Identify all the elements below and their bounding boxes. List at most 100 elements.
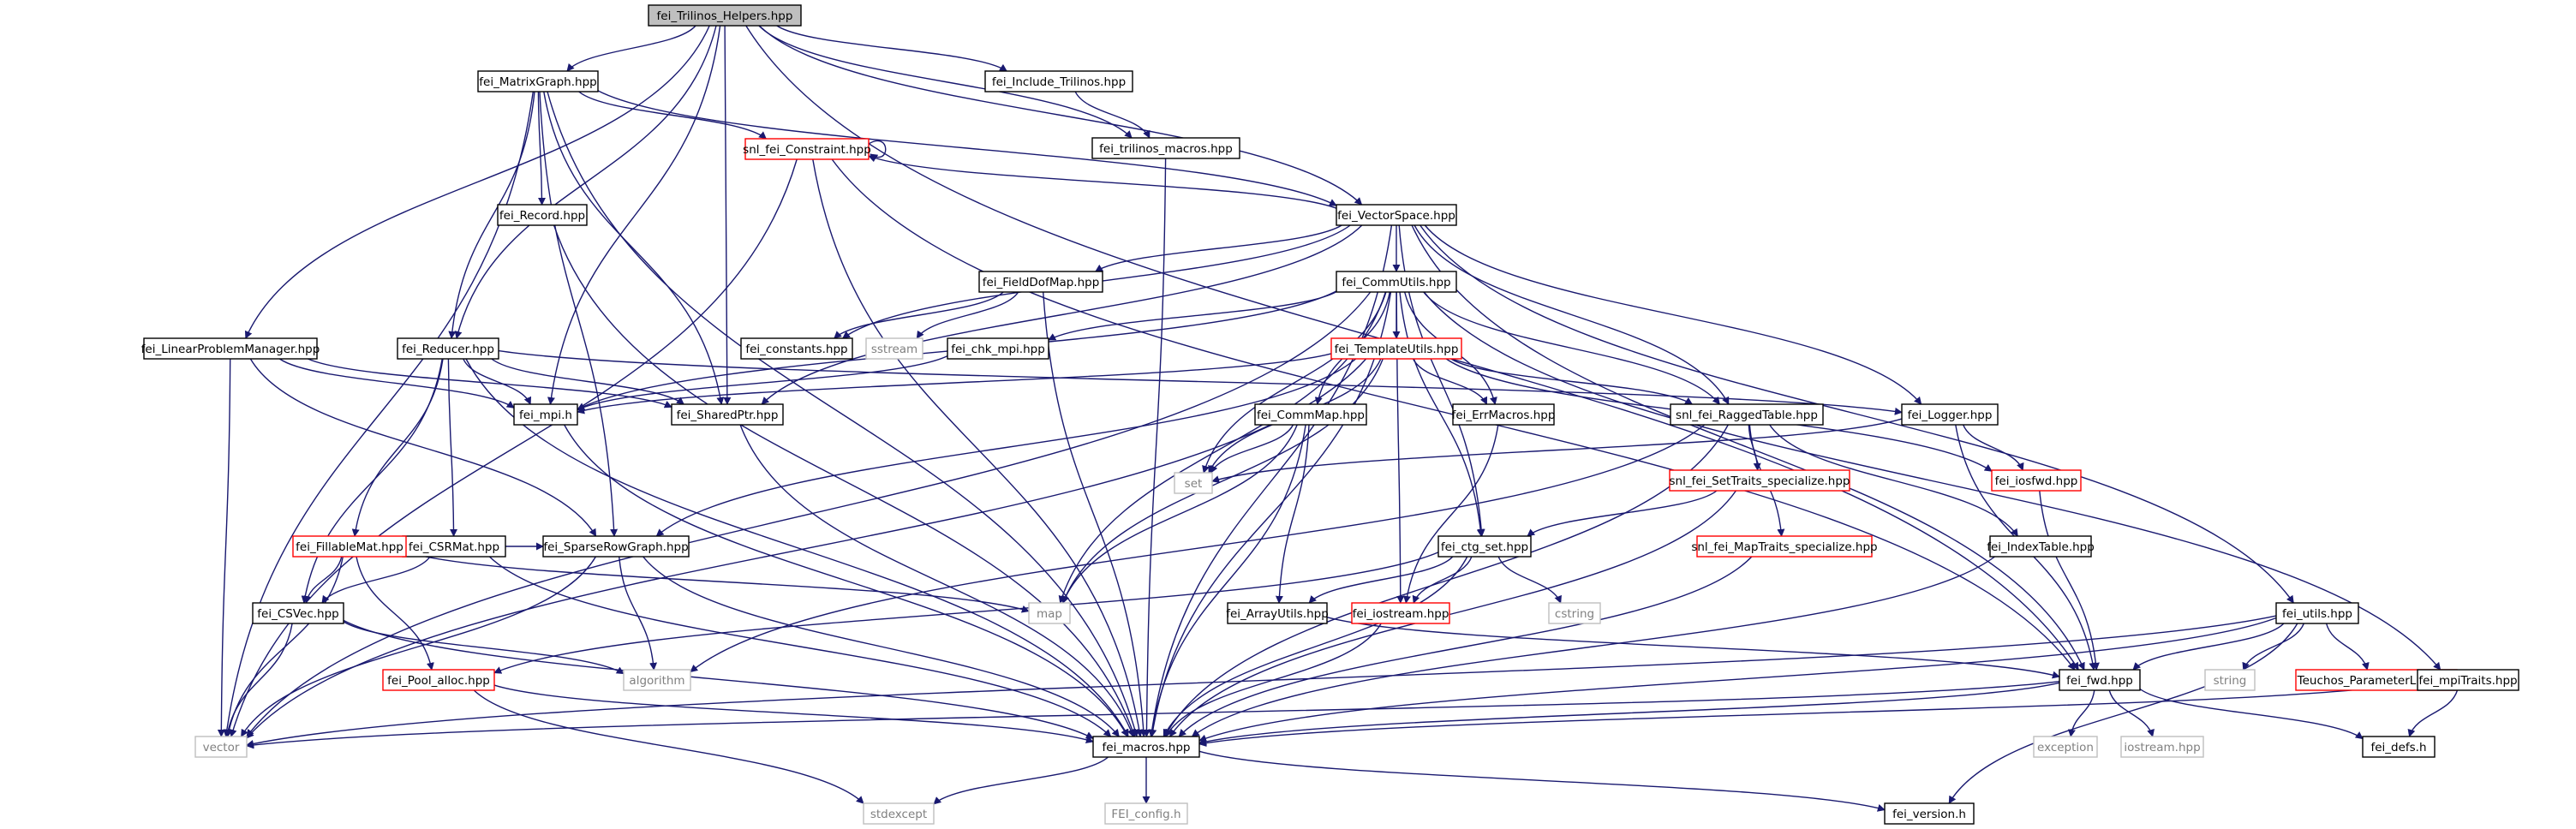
node-fei-sharedptr-hpp[interactable]: fei_SharedPtr.hpp	[671, 403, 784, 426]
edge-logger-to-set	[1211, 418, 1903, 483]
node-label: fei_CommUtils.hpp	[1342, 276, 1450, 289]
edge-settraits-to-ctgset	[1527, 490, 1718, 537]
node-snl-fei-settraits-specialize-hpp[interactable]: snl_fei_SetTraits_specialize.hpp	[1669, 469, 1850, 492]
node-box	[143, 337, 318, 360]
edge-commutils-to-chkmpi	[1048, 291, 1337, 341]
node-fei-fillablemat-hpp[interactable]: fei_FillableMat.hpp	[292, 535, 407, 558]
node-fei-trilinos-macros-hpp[interactable]: fei_trilinos_macros.hpp	[1091, 137, 1240, 159]
node-box	[947, 337, 1049, 360]
node-label: fei_defs.h	[2370, 741, 2426, 754]
node-fei-commmap-hpp[interactable]: fei_CommMap.hpp	[1254, 403, 1367, 426]
edge-reducer-to-fillable	[351, 358, 444, 537]
node-fei-mpi-h[interactable]: fei_mpi.h	[513, 403, 578, 426]
node-snl-fei-constraint-hpp[interactable]: snl_fei_Constraint.hpp	[743, 138, 871, 160]
node-snl-fei-raggedtable-hpp[interactable]: snl_fei_RaggedTable.hpp	[1670, 403, 1824, 426]
node-label: fei_ctg_set.hpp	[1441, 540, 1528, 554]
node-fei-iostream-hpp[interactable]: fei_iostream.hpp	[1351, 602, 1450, 624]
node-fei-reducer-hpp[interactable]: fei_Reducer.hpp	[397, 337, 499, 360]
node-fei-arrayutils-hpp[interactable]: fei_ArrayUtils.hpp	[1226, 602, 1329, 624]
node-fei-macros-hpp[interactable]: fei_macros.hpp	[1092, 736, 1200, 758]
edge-commmap-to-map	[1061, 424, 1298, 604]
node-iostream-hpp: iostream.hpp	[2120, 736, 2204, 758]
edge-fillable-to-map	[405, 551, 1030, 613]
edge-ctgset-to-arrayutils	[1308, 556, 1454, 604]
node-fei-sparserowgraph-hpp[interactable]: fei_SparseRowGraph.hpp	[542, 535, 690, 558]
edge-reducer-to-csrmat	[447, 358, 458, 537]
node-box	[1091, 137, 1240, 159]
edge-ctgset-to-macros	[1162, 556, 1468, 737]
edge-matrixgraph-to-constraint	[578, 91, 767, 140]
node-label: exception	[2037, 741, 2094, 754]
edge-csrmat-to-csvec	[321, 556, 431, 604]
node-box	[1330, 337, 1462, 360]
node-fei-fielddofmap-hpp[interactable]: fei_FieldDofMap.hpp	[978, 271, 1103, 293]
node-label: snl_fei_MapTraits_specialize.hpp	[1691, 540, 1877, 554]
node-fei-constants-hpp[interactable]: fei_constants.hpp	[740, 337, 853, 360]
node-fei-version-h[interactable]: fei_version.h	[1884, 802, 1975, 825]
node-layer: fei_Trilinos_Helpers.hpp fei_MatrixGraph.…	[141, 4, 2519, 825]
node-label: fei_Trilinos_Helpers.hpp	[657, 9, 793, 23]
edge-templateutils-to-sparserow	[655, 358, 1357, 537]
edge-layer	[217, 25, 2459, 812]
node-box	[1336, 204, 1457, 226]
edge-lpm-to-mpih	[279, 358, 515, 409]
edge-matrixgraph-to-sparserow	[539, 91, 619, 537]
node-box	[1092, 736, 1200, 758]
edge-commmap-to-arrayutils	[1275, 424, 1310, 604]
node-label: snl_fei_RaggedTable.hpp	[1676, 409, 1818, 422]
node-fei-utils-hpp[interactable]: fei_utils.hpp	[2275, 602, 2359, 624]
node-label: fei_iosfwd.hpp	[1995, 474, 2078, 488]
node-label: snl_fei_SetTraits_specialize.hpp	[1670, 474, 1850, 488]
node-label: fei_Record.hpp	[499, 209, 585, 223]
node-fei-ctg-set-hpp[interactable]: fei_ctg_set.hpp	[1437, 535, 1532, 558]
edge-chkmpi-to-mpih	[577, 355, 948, 411]
edge-reducer-to-csvec	[301, 358, 443, 604]
node-snl-fei-maptraits-specialize-hpp[interactable]: snl_fei_MapTraits_specialize.hpp	[1691, 535, 1878, 558]
node-fei-record-hpp[interactable]: fei_Record.hpp	[497, 204, 588, 226]
edge-root-to-lpm	[244, 25, 710, 339]
edge-vectorspace-to-logger	[1424, 224, 1922, 405]
node-fei-trilinos-helpers-hpp[interactable]: fei_Trilinos_Helpers.hpp	[648, 4, 802, 27]
node-fei-csvec-hpp[interactable]: fei_CSVec.hpp	[252, 602, 344, 624]
edge-root-to-reducer	[454, 25, 717, 339]
edge-sparserow-to-macros	[643, 556, 1120, 737]
node-exception: exception	[2033, 736, 2098, 758]
node-label: fei_trilinos_macros.hpp	[1099, 142, 1233, 156]
node-fei-errmacros-hpp[interactable]: fei_ErrMacros.hpp	[1452, 403, 1556, 426]
node-fei-vectorspace-hpp[interactable]: fei_VectorSpace.hpp	[1336, 204, 1457, 226]
node-box	[2275, 602, 2359, 624]
edge-root-to-vectorspace	[758, 25, 1363, 206]
node-fei-pool-alloc-hpp[interactable]: fei_Pool_alloc.hpp	[382, 669, 495, 691]
node-fei-linearproblemmanager-hpp[interactable]: fei_LinearProblemManager.hpp	[141, 337, 320, 360]
node-box	[1254, 403, 1367, 426]
node-fei-matrixgraph-hpp[interactable]: fei_MatrixGraph.hpp	[477, 70, 599, 92]
edge-templateutils-to-errmacros	[1412, 358, 1488, 405]
edge-reducer-to-sharedptr	[491, 358, 684, 405]
node-label: fei_FieldDofMap.hpp	[983, 276, 1100, 289]
edge-lpm-to-vector	[217, 358, 231, 737]
node-fei-defs-h[interactable]: fei_defs.h	[2362, 736, 2436, 758]
node-fei-csrmat-hpp[interactable]: fei_CSRMat.hpp	[402, 535, 506, 558]
node-algorithm: algorithm	[623, 669, 691, 691]
node-fei-fwd-hpp[interactable]: fei_fwd.hpp	[2059, 669, 2141, 691]
node-fei-chk-mpi-hpp[interactable]: fei_chk_mpi.hpp	[947, 337, 1049, 360]
edge-record-to-macros	[553, 224, 1137, 737]
node-fei-logger-hpp[interactable]: fei_Logger.hpp	[1901, 403, 1999, 426]
edge-macros-to-version	[1198, 750, 1886, 812]
node-label: sstream	[871, 343, 917, 356]
node-label: snl_fei_Constraint.hpp	[743, 143, 871, 157]
node-fei-iosfwd-hpp[interactable]: fei_iosfwd.hpp	[1991, 469, 2082, 492]
node-box	[497, 204, 588, 226]
node-fei-mpitraits-hpp[interactable]: fei_mpiTraits.hpp	[2417, 669, 2519, 691]
node-fei-commutils-hpp[interactable]: fei_CommUtils.hpp	[1336, 271, 1457, 293]
node-label: fei_Include_Trilinos.hpp	[992, 75, 1126, 89]
edge-fielddof-to-macros	[1043, 291, 1148, 737]
edge-root-to-trilmacros	[758, 25, 1133, 139]
node-fei-indextable-hpp[interactable]: fei_IndexTable.hpp	[1987, 535, 2095, 558]
node-fei-templateutils-hpp[interactable]: fei_TemplateUtils.hpp	[1330, 337, 1462, 360]
node-fei-include-trilinos-hpp[interactable]: fei_Include_Trilinos.hpp	[984, 70, 1133, 92]
node-box	[984, 70, 1133, 92]
node-box	[292, 535, 407, 558]
node-label: FEI_config.h	[1111, 808, 1180, 821]
